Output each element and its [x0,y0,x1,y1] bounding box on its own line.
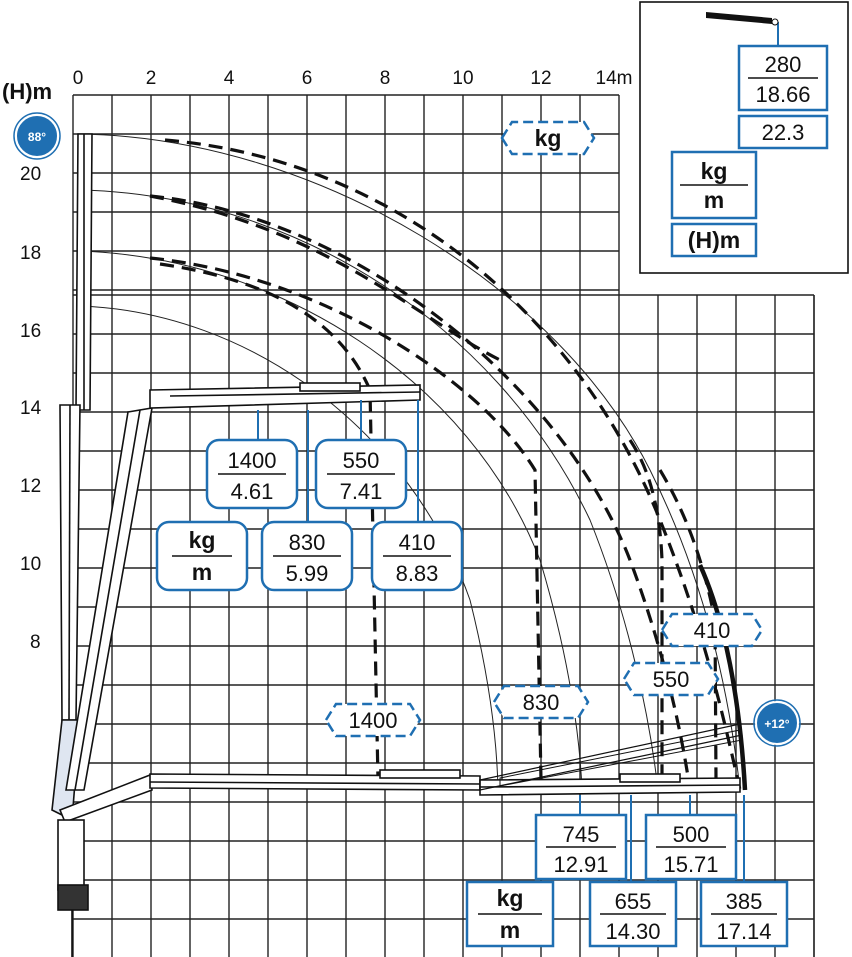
y-tick: 8 [30,632,41,653]
crane-mast [51,133,93,822]
lower-labels: 745 12.91 500 15.71 kg m 655 14.30 385 1… [465,813,789,948]
x-tick: 6 [302,68,313,89]
legend-height-unit: (H)m [688,227,740,253]
y-tick: 12 [20,476,41,497]
max-angle-label: 88° [28,130,46,144]
curve-tags: 1400 830 550 410 [324,612,764,738]
svg-text:17.14: 17.14 [716,919,771,944]
svg-text:745: 745 [563,822,600,847]
min-angle-label: +12° [764,717,789,731]
upper-label-830: 830 5.99 [260,520,354,592]
svg-text:830: 830 [523,690,560,715]
upper-label-1400: 1400 4.61 [205,438,299,510]
svg-text:m: m [500,917,520,943]
x-tick: 14m [596,68,633,89]
svg-text:kg: kg [497,885,524,911]
upper-leaders [257,400,419,522]
legend-unit-kg: kg [701,158,728,184]
curve-tag-1400: 1400 [324,702,422,738]
max-angle-badge: 88° [13,112,61,160]
svg-text:655: 655 [615,889,652,914]
lower-label-745: 745 12.91 [534,813,628,881]
x-tick: 2 [146,68,157,89]
curve-tag-830: 830 [492,684,590,720]
crane-boom-raised [65,382,421,791]
x-tick: 10 [452,68,473,89]
outer-envelope [697,564,748,791]
svg-text:15.71: 15.71 [663,852,718,877]
y-axis-ticks: 20 18 16 14 12 10 8 [20,164,42,653]
header-kg-pill: kg [500,120,596,156]
legend-unit-m: m [704,187,724,213]
x-tick: 12 [530,68,551,89]
svg-text:550: 550 [343,448,380,473]
svg-text:385: 385 [726,889,763,914]
svg-text:kg: kg [189,527,216,553]
upper-label-550: 550 7.41 [314,438,408,510]
svg-text:4.61: 4.61 [231,479,274,504]
lower-label-655: 655 14.30 [588,880,678,948]
svg-text:550: 550 [653,667,690,692]
lower-leaders [579,795,745,882]
svg-text:m: m [192,559,212,585]
upper-label-410: 410 8.83 [370,520,464,592]
x-tick: 0 [73,68,84,89]
svg-text:500: 500 [673,822,710,847]
lower-label-unit: kg m [465,880,555,948]
svg-text:410: 410 [694,618,731,643]
svg-text:410: 410 [399,530,436,555]
y-tick: 18 [20,243,41,264]
lower-label-385: 385 17.14 [699,880,789,948]
y-tick: 20 [20,164,41,185]
svg-text:5.99: 5.99 [286,561,329,586]
y-axis-title: (H)m [2,79,52,104]
lower-label-500: 500 15.71 [644,813,738,881]
svg-text:14.30: 14.30 [605,919,660,944]
upper-labels: 1400 4.61 550 7.41 kg m 830 5.99 410 8.8… [155,438,464,592]
y-tick: 16 [20,321,41,342]
crane-boom-lower [58,723,743,824]
legend-load: 280 [765,52,802,77]
y-tick: 10 [20,554,41,575]
y-tick: 14 [20,398,42,419]
curve-tag-550: 550 [622,661,720,697]
svg-text:12.91: 12.91 [553,852,608,877]
legend-box: 280 18.66 22.3 kg m (H)m [639,1,849,274]
svg-text:1400: 1400 [349,708,398,733]
svg-text:8.83: 8.83 [396,561,439,586]
upper-label-unit: kg m [155,520,249,592]
min-angle-badge: +12° [753,699,801,747]
svg-text:kg: kg [535,125,562,151]
legend-height: 22.3 [762,120,805,145]
x-tick: 8 [380,68,391,89]
x-tick: 4 [224,68,235,89]
x-axis-ticks: 0 2 4 6 8 10 12 14m [73,68,633,89]
svg-text:7.41: 7.41 [340,479,383,504]
legend-reach: 18.66 [755,82,810,107]
svg-text:830: 830 [289,530,326,555]
curve-tag-410: 410 [660,612,764,648]
crane-base [57,819,89,957]
load-curves [149,138,742,791]
svg-text:1400: 1400 [228,448,277,473]
